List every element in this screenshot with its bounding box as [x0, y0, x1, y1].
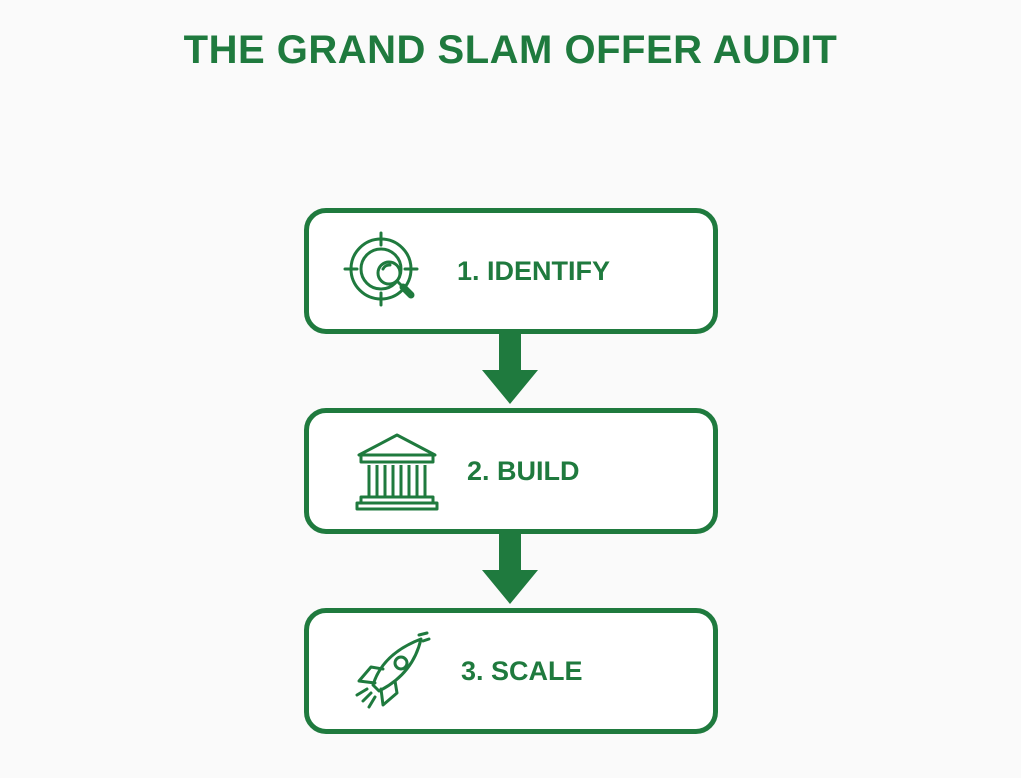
step-label: 2. BUILD	[467, 456, 580, 486]
step-label: 3. SCALE	[461, 656, 583, 686]
down-arrow	[480, 332, 540, 406]
step-build: 2. BUILD	[304, 408, 718, 534]
rocket-icon	[349, 631, 433, 715]
building-columns-icon	[355, 431, 439, 515]
down-arrow	[480, 532, 540, 606]
step-scale: 3. SCALE	[304, 608, 718, 734]
step-label: 1. IDENTIFY	[457, 256, 611, 286]
target-magnifier-icon	[343, 231, 427, 315]
page-title: THE GRAND SLAM OFFER AUDIT	[183, 28, 838, 72]
step-identify: 1. IDENTIFY	[304, 208, 718, 334]
